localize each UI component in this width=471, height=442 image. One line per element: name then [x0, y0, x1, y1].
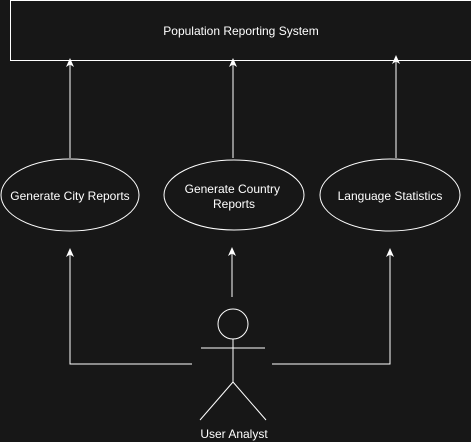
use-case-label: Language Statistics: [338, 189, 443, 203]
use-case-label-line: Generate City Reports: [10, 189, 129, 203]
use-case-label-line: Reports: [213, 197, 255, 211]
connector-actor-to-language[interactable]: [272, 248, 394, 365]
actor-right-leg: [232, 381, 267, 421]
actor-left-leg: [199, 381, 234, 421]
connector-actor-to-city[interactable]: [66, 248, 192, 365]
use-case-label-line: Language Statistics: [338, 189, 443, 203]
use-case-generate-city-reports[interactable]: Generate City Reports: [0, 158, 140, 232]
use-case-ellipse[interactable]: [319, 158, 461, 232]
use-case-language-statistics[interactable]: Language Statistics: [319, 158, 461, 232]
use-case-ellipse[interactable]: [163, 159, 305, 231]
actor-label: User Analyst: [200, 427, 268, 441]
actor-user-analyst[interactable]: User Analyst: [199, 308, 268, 441]
use-case-ellipse[interactable]: [0, 158, 140, 232]
use-case-generate-country-reports[interactable]: Generate Country Reports: [163, 159, 305, 231]
system-boundary[interactable]: Population Reporting System: [10, 0, 471, 61]
system-box[interactable]: [10, 0, 471, 61]
actor-head[interactable]: [217, 308, 249, 340]
system-title: Population Reporting System: [163, 24, 318, 38]
use-case-label: Generate City Reports: [10, 189, 129, 203]
use-case-label: Generate Country Reports: [185, 182, 284, 211]
use-case-label-line: Generate Country: [185, 182, 280, 196]
